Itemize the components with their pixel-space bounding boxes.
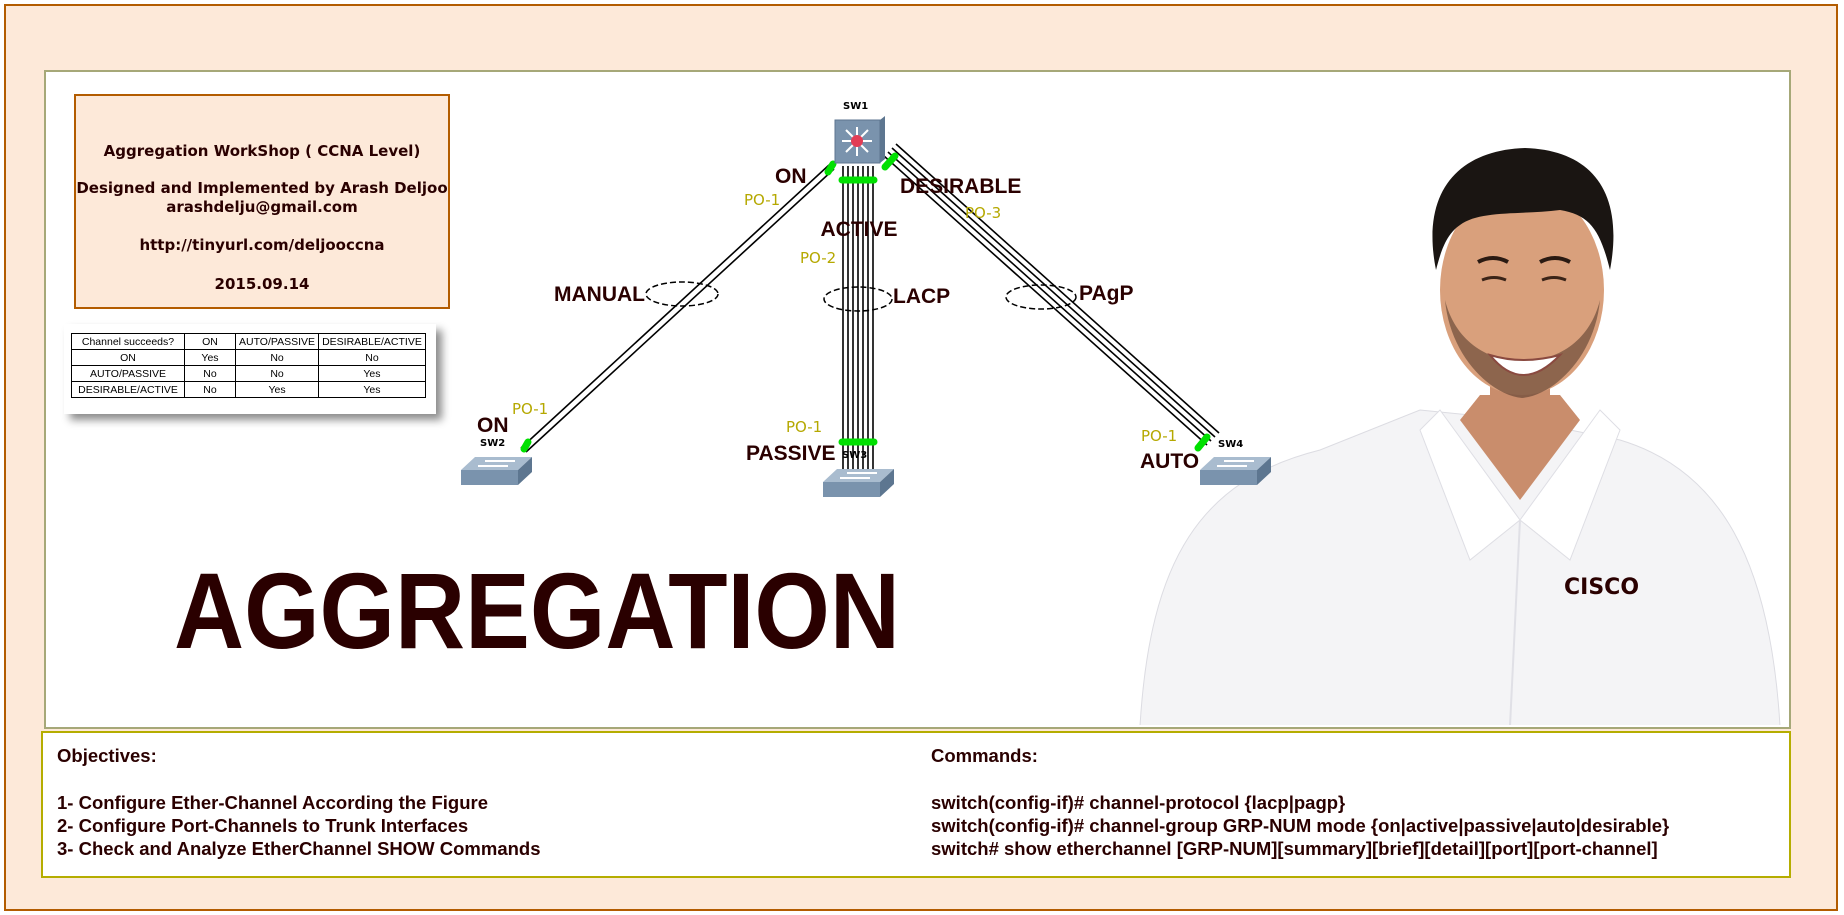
table-cell: Yes xyxy=(184,349,236,366)
table-header: Channel succeeds? xyxy=(71,333,185,350)
mode-compatibility-table: Channel succeeds? ON AUTO/PASSIVE DESIRA… xyxy=(71,333,426,398)
objective-item: 3- Check and Analyze EtherChannel SHOW C… xyxy=(57,838,541,859)
command-item: switch(config-if)# channel-group GRP-NUM… xyxy=(931,815,1670,836)
objectives-heading: Objectives: xyxy=(57,745,157,766)
table-cell: No xyxy=(234,365,320,382)
table-cell: ON xyxy=(71,349,185,366)
table-header: AUTO/PASSIVE xyxy=(234,333,320,350)
commands-heading: Commands: xyxy=(931,745,1038,766)
table-cell: AUTO/PASSIVE xyxy=(71,365,185,382)
table-header: DESIRABLE/ACTIVE xyxy=(318,333,426,350)
table-row: DESIRABLE/ACTIVE No Yes Yes xyxy=(71,381,426,398)
table-cell: Yes xyxy=(318,365,426,382)
table-header: ON xyxy=(184,333,236,350)
table-row: ON Yes No No xyxy=(71,349,426,366)
workshop-date: 2015.09.14 xyxy=(214,275,310,293)
table-header-row: Channel succeeds? ON AUTO/PASSIVE DESIRA… xyxy=(71,333,426,350)
table-cell: No xyxy=(184,381,236,398)
table-cell: No xyxy=(318,349,426,366)
objective-item: 1- Configure Ether-Channel According the… xyxy=(57,792,489,813)
author-email: arashdelju@gmail.com xyxy=(166,198,358,216)
table-cell: No xyxy=(184,365,236,382)
table-cell: DESIRABLE/ACTIVE xyxy=(71,381,185,398)
table-cell: No xyxy=(234,349,320,366)
objective-item: 2- Configure Port-Channels to Trunk Inte… xyxy=(57,815,469,836)
table-row: AUTO/PASSIVE No No Yes xyxy=(71,365,426,382)
instructions-box: Objectives: 1- Configure Ether-Channel A… xyxy=(41,731,1791,878)
command-item: switch# show etherchannel [GRP-NUM][summ… xyxy=(931,838,1658,859)
command-item: switch(config-if)# channel-protocol {lac… xyxy=(931,792,1346,813)
workshop-title: Aggregation WorkShop ( CCNA Level) xyxy=(103,142,421,160)
author: Designed and Implemented by Arash Deljoo xyxy=(76,179,448,197)
workshop-url: http://tinyurl.com/deljooccna xyxy=(139,236,385,254)
table-cell: Yes xyxy=(318,381,426,398)
table-cell: Yes xyxy=(234,381,320,398)
workshop-info-box: Aggregation WorkShop ( CCNA Level) Desig… xyxy=(74,94,450,309)
